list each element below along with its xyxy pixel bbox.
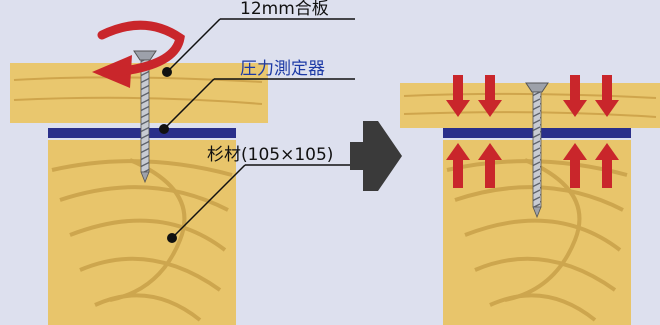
compression-arrow-icon — [595, 75, 619, 117]
screw-icon — [133, 50, 157, 184]
compression-arrow-icon — [563, 143, 587, 188]
plywood-board-left — [10, 63, 268, 123]
compression-arrow-icon — [446, 75, 470, 117]
screw-icon-right — [525, 82, 549, 219]
label-plywood: 12mm合板 — [240, 0, 329, 19]
label-timber: 杉材(105×105) — [207, 145, 333, 165]
timber-leader-dot — [167, 233, 177, 243]
sensor-leader-dot — [159, 124, 169, 134]
leader-lines — [163, 18, 355, 239]
compression-arrow-icon — [446, 143, 470, 188]
plywood-board-right — [400, 83, 660, 128]
compression-arrow-icon — [478, 143, 502, 188]
compression-arrow-icon — [595, 143, 619, 188]
label-sensor: 圧力測定器 — [240, 59, 325, 79]
compression-arrows — [446, 75, 619, 188]
plywood-leader-dot — [162, 67, 172, 77]
rotation-arrow-icon — [92, 20, 185, 88]
timber-block-right — [443, 140, 631, 325]
right-arrow-icon — [350, 121, 402, 191]
compression-arrow-icon — [563, 75, 587, 117]
compression-arrow-icon — [478, 75, 502, 117]
leader-dots — [159, 67, 177, 243]
